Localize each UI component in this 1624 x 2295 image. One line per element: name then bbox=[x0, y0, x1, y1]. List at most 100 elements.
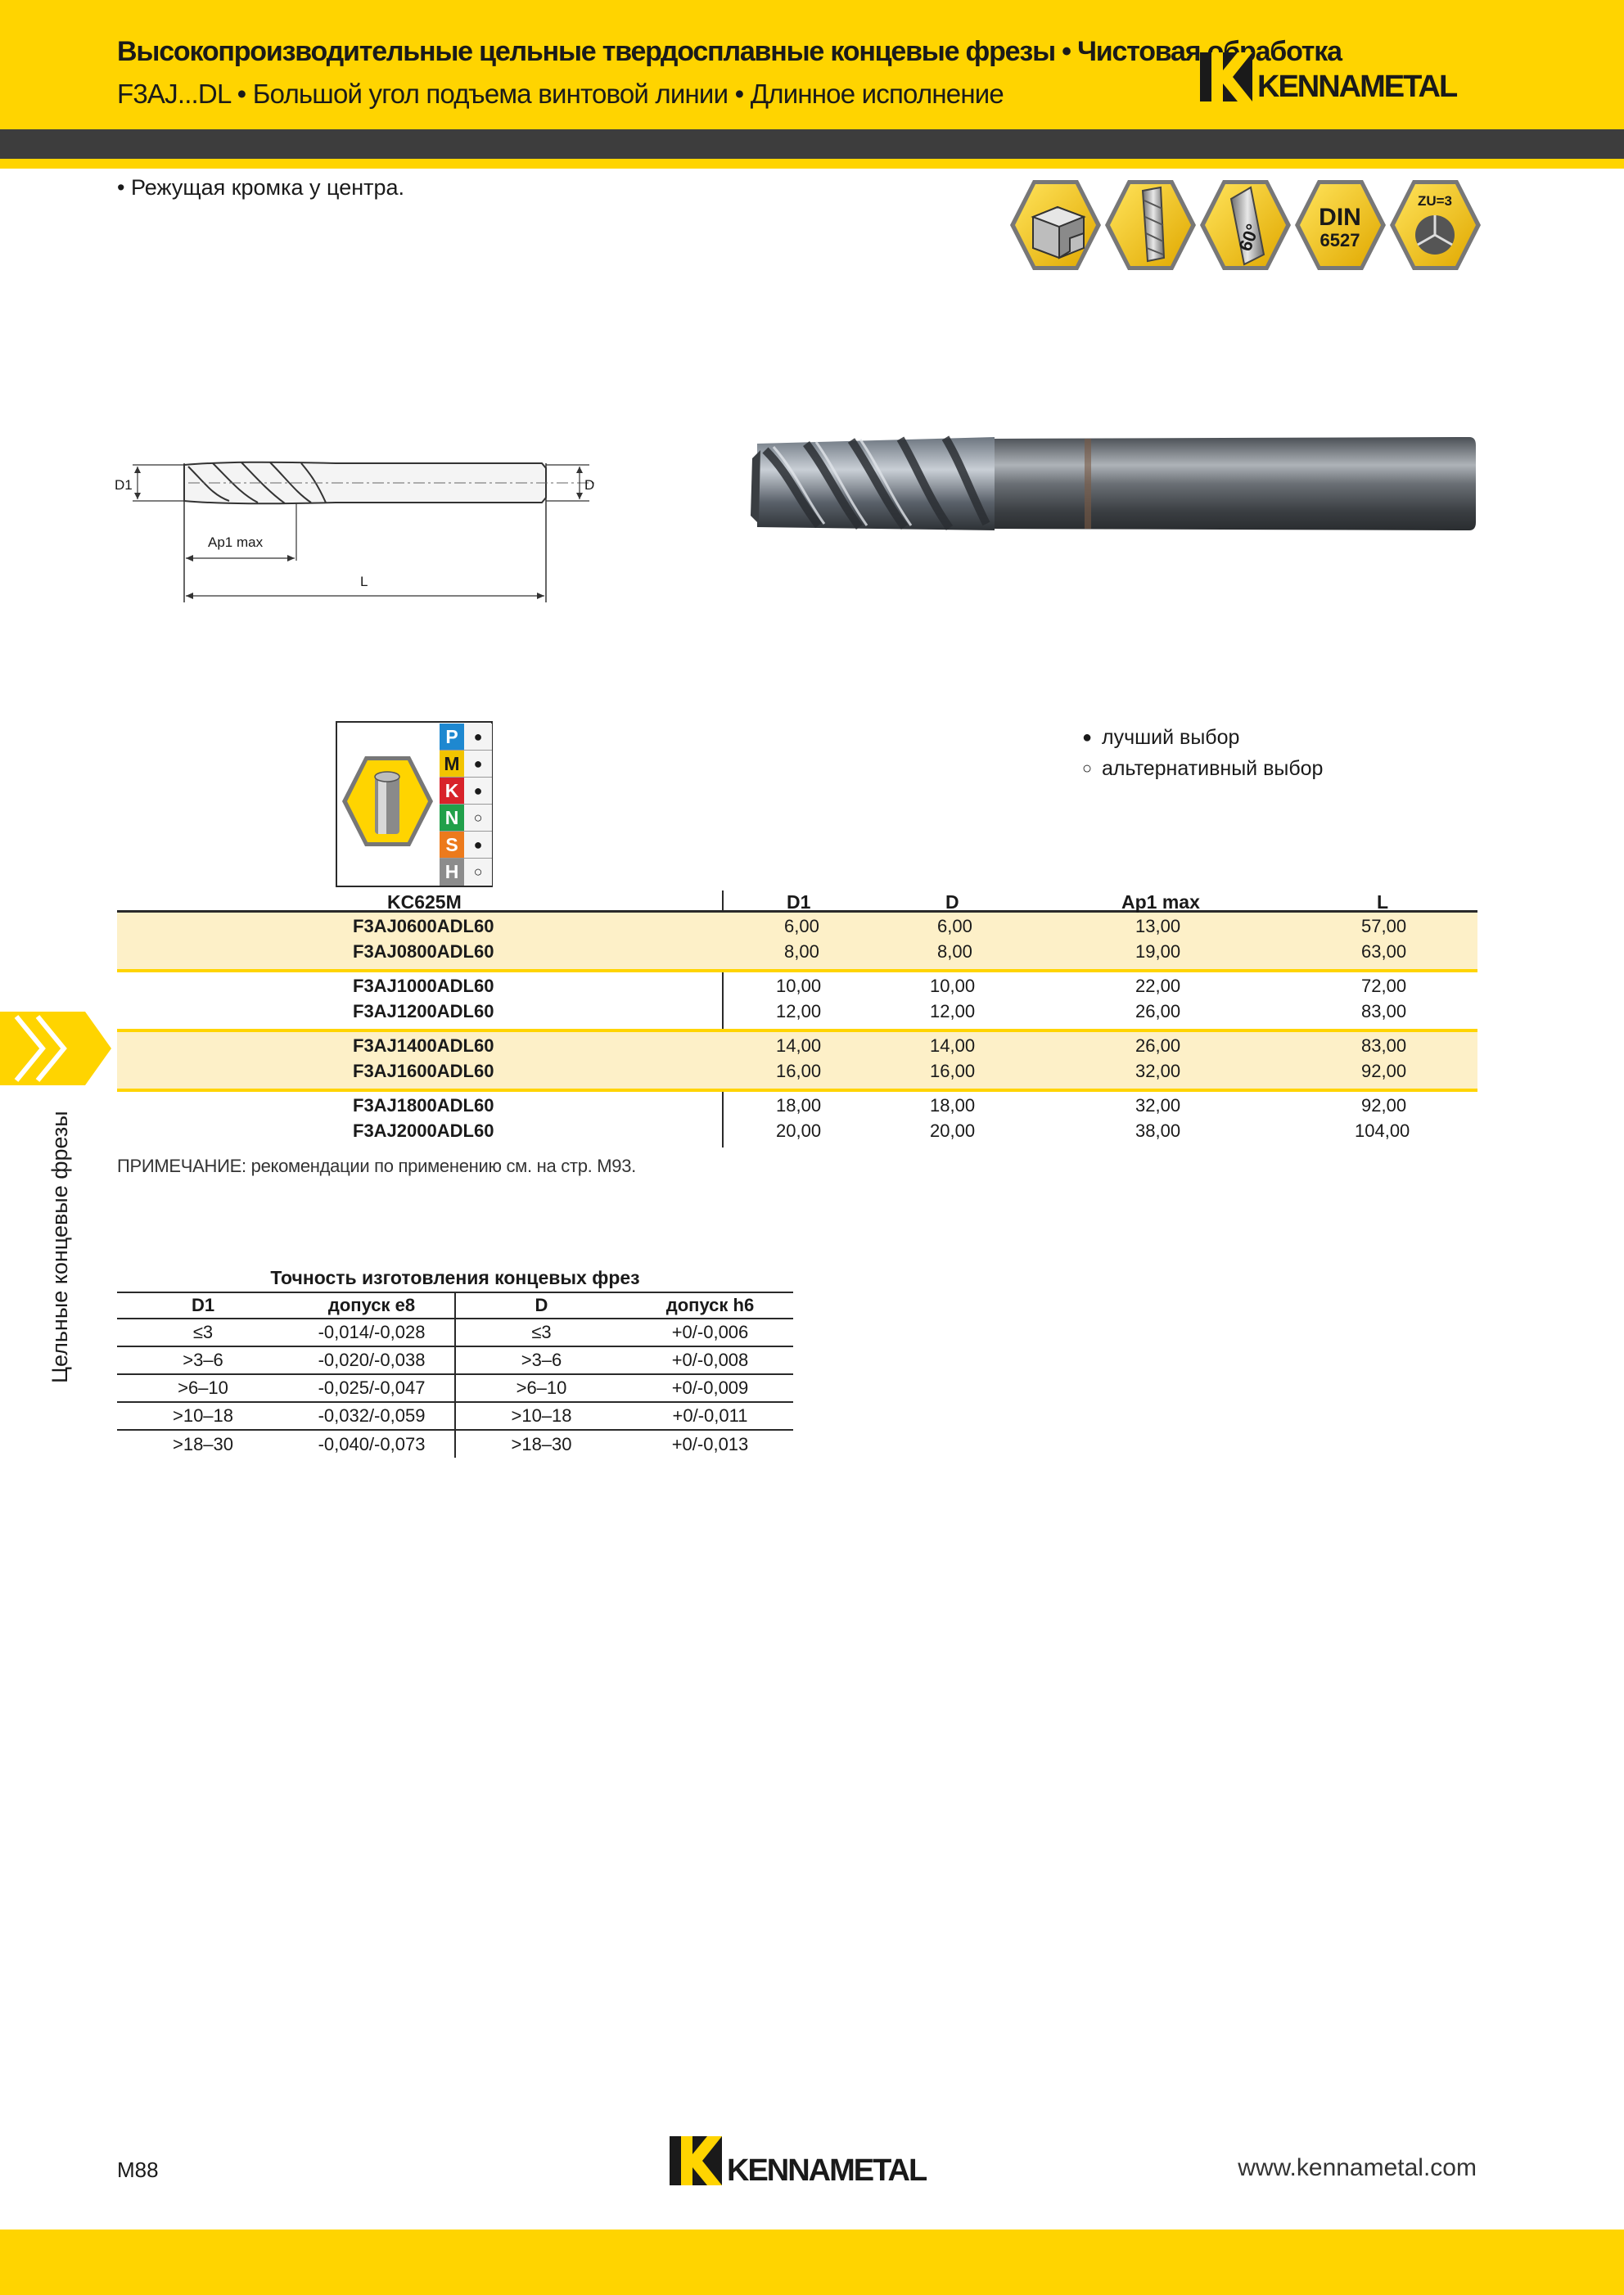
tol-cell: +0/-0,008 bbox=[627, 1346, 793, 1375]
footer-yellow-bar bbox=[0, 2230, 1624, 2295]
table-row-group: F3AJ1400ADL60 14,00 14,00 26,00 83,00 F3… bbox=[117, 1032, 1477, 1092]
cell-l: 83,00 bbox=[1361, 1035, 1407, 1056]
flute-count-icon: ZU=3 bbox=[1390, 180, 1481, 270]
feature-bullet: • Режущая кромка у центра. bbox=[117, 175, 405, 200]
header-dark-band bbox=[0, 129, 1624, 159]
iso-mark-s: ● bbox=[464, 832, 492, 858]
cell-l: 92,00 bbox=[1361, 1095, 1407, 1116]
tol-cell: >3–6 bbox=[455, 1346, 627, 1375]
tol-header-d1: D1 bbox=[117, 1292, 289, 1319]
table-row-group: F3AJ0600ADL60 6,00 6,00 13,00 57,00 F3AJ… bbox=[117, 913, 1477, 972]
item-code: F3AJ0800ADL60 bbox=[353, 941, 494, 962]
cell-d: 14,00 bbox=[930, 1035, 976, 1056]
table-row: F3AJ1800ADL60 18,00 18,00 32,00 92,00 bbox=[117, 1092, 1477, 1117]
tol-cell: >3–6 bbox=[117, 1346, 289, 1375]
l-dimension-label: L bbox=[360, 574, 368, 589]
cell-d1: 14,00 bbox=[776, 1035, 822, 1056]
cell-d: 12,00 bbox=[930, 1001, 976, 1021]
shoulder-milling-icon bbox=[1010, 180, 1101, 270]
page-number: M88 bbox=[117, 2157, 159, 2182]
cell-ap1: 26,00 bbox=[1135, 1035, 1181, 1056]
tool-catalog-table: KC625M D1 D Ap1 max L F3AJ0600ADL60 6,00… bbox=[117, 890, 1477, 1148]
tol-header-d: D bbox=[455, 1292, 627, 1319]
tolerance-row: >6–10 -0,025/-0,047 >6–10 +0/-0,009 bbox=[117, 1374, 793, 1403]
item-code: F3AJ0600ADL60 bbox=[353, 916, 494, 936]
din-number: 6527 bbox=[1320, 230, 1360, 250]
tol-cell: +0/-0,006 bbox=[627, 1319, 793, 1347]
header-grade: KC625M bbox=[387, 891, 462, 913]
website-link[interactable]: www.kennametal.com bbox=[1238, 2154, 1477, 2181]
cell-d: 16,00 bbox=[930, 1061, 976, 1081]
tool-photo bbox=[749, 426, 1486, 544]
header-d: D bbox=[945, 891, 959, 913]
cell-d: 20,00 bbox=[930, 1120, 976, 1141]
grade-hex-icon bbox=[342, 756, 433, 846]
table-row: F3AJ1400ADL60 14,00 14,00 26,00 83,00 bbox=[117, 1032, 1477, 1057]
grade-material-box: P ● M ● K ● N ○ S ● H ○ bbox=[336, 721, 493, 887]
section-tab-arrow bbox=[0, 1012, 115, 1089]
legend-alternative-choice: ○ альтернативный выбор bbox=[1082, 753, 1323, 784]
iso-letter-k: K bbox=[440, 778, 464, 804]
cell-l: 72,00 bbox=[1361, 976, 1407, 996]
cell-ap1: 32,00 bbox=[1135, 1095, 1181, 1116]
cell-d1: 10,00 bbox=[776, 976, 822, 996]
iso-letter-s: S bbox=[440, 832, 464, 858]
legend-best-choice: ● лучший выбор bbox=[1082, 722, 1323, 753]
tolerance-row: >10–18 -0,032/-0,059 >10–18 +0/-0,011 bbox=[117, 1402, 793, 1431]
kennametal-logo: KENNAMETAL bbox=[1200, 49, 1474, 110]
cell-l: 92,00 bbox=[1361, 1061, 1407, 1081]
tolerance-row: ≤3 -0,014/-0,028 ≤3 +0/-0,006 bbox=[117, 1319, 793, 1347]
iso-row-h: H ○ bbox=[440, 859, 492, 886]
tol-cell: >6–10 bbox=[455, 1374, 627, 1403]
cell-ap1: 26,00 bbox=[1135, 1001, 1181, 1021]
item-code: F3AJ1600ADL60 bbox=[353, 1061, 494, 1081]
page-title: Высокопроизводительные цельные твердоспл… bbox=[117, 36, 1342, 67]
header-yellow-line bbox=[0, 159, 1624, 169]
cell-d: 10,00 bbox=[930, 976, 976, 996]
iso-material-column: P ● M ● K ● N ○ S ● H ○ bbox=[440, 724, 492, 886]
tol-cell: >10–18 bbox=[455, 1402, 627, 1431]
d-dimension-label: D bbox=[584, 477, 594, 493]
tol-cell: +0/-0,011 bbox=[627, 1402, 793, 1431]
tol-cell: >18–30 bbox=[172, 1433, 234, 1454]
tol-header-h6: допуск h6 bbox=[627, 1292, 793, 1319]
cell-d: 18,00 bbox=[930, 1095, 976, 1116]
tolerance-table: D1 допуск e8 D допуск h6 ≤3 -0,014/-0,02… bbox=[117, 1292, 793, 1458]
flute-count-label: ZU=3 bbox=[1418, 193, 1452, 209]
header-ap1: Ap1 max bbox=[1121, 891, 1200, 913]
din-label: DIN bbox=[1319, 204, 1361, 231]
cell-d1: 8,00 bbox=[784, 941, 819, 962]
helix-angle-icon: 60° bbox=[1200, 180, 1291, 270]
tol-cell: ≤3 bbox=[455, 1319, 627, 1347]
header-d1: D1 bbox=[787, 891, 811, 913]
application-note: ПРИМЕЧАНИЕ: рекомендации по применению с… bbox=[117, 1156, 636, 1176]
tolerance-row: >18–30 -0,040/-0,073 >18–30 +0/-0,013 bbox=[117, 1430, 793, 1458]
page-header: Высокопроизводительные цельные твердоспл… bbox=[0, 0, 1624, 129]
iso-mark-k: ● bbox=[464, 778, 492, 804]
feature-icons: 60° DIN 6527 ZU=3 bbox=[1008, 176, 1483, 282]
din-6527-icon: DIN 6527 bbox=[1295, 180, 1386, 270]
hollow-dot-icon: ○ bbox=[1082, 759, 1093, 778]
tol-cell: -0,025/-0,047 bbox=[289, 1374, 456, 1403]
iso-row-m: M ● bbox=[440, 751, 492, 778]
table-row-group: F3AJ1800ADL60 18,00 18,00 32,00 92,00 F3… bbox=[117, 1092, 1477, 1148]
iso-row-p: P ● bbox=[440, 724, 492, 751]
cell-d: 8,00 bbox=[937, 941, 972, 962]
cell-l: 63,00 bbox=[1361, 941, 1407, 962]
recommendation-legend: ● лучший выбор ○ альтернативный выбор bbox=[1082, 722, 1323, 784]
table-row: F3AJ1000ADL60 10,00 10,00 22,00 72,00 bbox=[117, 972, 1477, 998]
cell-d1: 16,00 bbox=[776, 1061, 822, 1081]
table-row: F3AJ0600ADL60 6,00 6,00 13,00 57,00 bbox=[117, 913, 1477, 938]
footer-logo-text: KENNAMETAL bbox=[727, 2153, 927, 2188]
tolerance-title: Точность изготовления концевых фрез bbox=[270, 1267, 640, 1288]
tol-cell: +0/-0,009 bbox=[627, 1374, 793, 1403]
table-header: KC625M D1 D Ap1 max L bbox=[117, 890, 1477, 913]
footer-kennametal-logo: KENNAMETAL bbox=[670, 2133, 948, 2194]
tol-cell: -0,032/-0,059 bbox=[289, 1402, 456, 1431]
page-subtitle: F3AJ...DL • Большой угол подъема винтово… bbox=[117, 79, 1004, 109]
tol-cell: ≤3 bbox=[117, 1319, 289, 1347]
item-code: F3AJ1200ADL60 bbox=[353, 1001, 494, 1021]
d1-dimension-label: D1 bbox=[115, 477, 133, 493]
table-column-divider bbox=[722, 890, 724, 1148]
legend-alt-label: альтернативный выбор bbox=[1102, 756, 1324, 780]
